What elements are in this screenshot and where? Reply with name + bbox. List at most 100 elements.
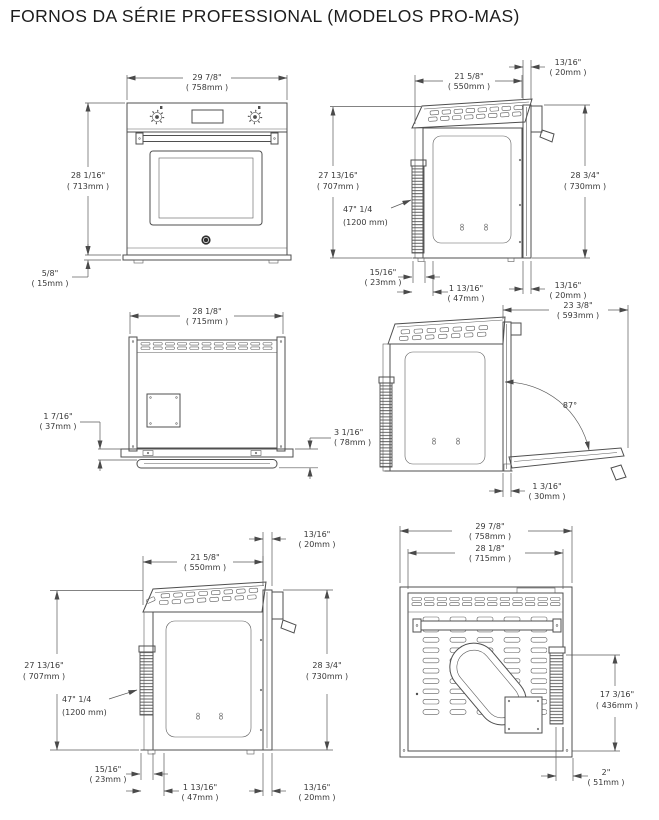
dim-front-height-in: 28 1/16" bbox=[71, 171, 105, 180]
door-front-strip bbox=[120, 448, 294, 458]
dim-rear-cableh-mm: ( 436mm ) bbox=[596, 701, 638, 710]
dim-open-gap-in: 1 3/16" bbox=[532, 482, 561, 491]
dim-front-base-in: 5/8" bbox=[42, 269, 59, 278]
dim-front-base-mm: ( 15mm ) bbox=[31, 279, 68, 288]
dim-side2-botR-mm: ( 20mm ) bbox=[298, 793, 335, 802]
rear-oven-drawing bbox=[399, 586, 573, 758]
oven-knob-left-icon bbox=[149, 109, 165, 125]
dim-side2-depth-in: 21 5/8" bbox=[190, 553, 219, 562]
dim-open-gap-mm: ( 30mm ) bbox=[528, 492, 565, 501]
door-latch bbox=[280, 619, 297, 634]
dim-side-botR-mm: ( 20mm ) bbox=[549, 291, 586, 300]
dim-front-height-mm: ( 713mm ) bbox=[67, 182, 109, 191]
front-oven-drawing bbox=[122, 102, 292, 264]
rear-dimensions: 29 7/8" ( 758mm ) 28 1/8" ( 715mm ) 17 3… bbox=[399, 522, 638, 787]
dim-side2-heightL-in: 27 13/16" bbox=[24, 661, 63, 670]
dim-side-botL-mm: ( 23mm ) bbox=[364, 278, 401, 287]
dim-side-depth-mm: ( 550mm ) bbox=[448, 82, 490, 91]
side-view-closed: 13/16" ( 20mm ) 21 5/8" ( 550mm ) 27 13/… bbox=[317, 58, 606, 303]
vent-grid bbox=[140, 342, 273, 350]
side-view-door-open: 87° 23 3/8" ( 593mm ) 1 3/16" ( 30mm ) bbox=[378, 301, 629, 501]
junction-box bbox=[146, 393, 181, 428]
rear-view: 29 7/8" ( 758mm ) 28 1/8" ( 715mm ) 17 3… bbox=[399, 522, 638, 787]
dim-side2-depth-mm: ( 550mm ) bbox=[184, 563, 226, 572]
front-view: 29 7/8" ( 758mm ) 28 1/16" ( 713mm ) 5/8… bbox=[31, 73, 292, 288]
dim-side-botL-in: 15/16" bbox=[370, 268, 397, 277]
dim-side2-heightL-mm: ( 707mm ) bbox=[23, 672, 65, 681]
dim-rear-cableh-in: 17 3/16" bbox=[600, 690, 634, 699]
dim-side2-heightR-in: 28 3/4" bbox=[312, 661, 341, 670]
dim-side2-botM-mm: ( 47mm ) bbox=[181, 793, 218, 802]
dim-side2-toptrim-in: 13/16" bbox=[304, 530, 331, 539]
handle-bar bbox=[136, 459, 278, 469]
dim-side2-toptrim-mm: ( 20mm ) bbox=[298, 540, 335, 549]
dim-side2-botR-in: 13/16" bbox=[304, 783, 331, 792]
dim-side2-botL-in: 15/16" bbox=[95, 765, 122, 774]
top-view: 28 1/8" ( 715mm ) 1 7/16" ( 37mm ) 3 1/1… bbox=[39, 307, 371, 479]
top-dimensions: 28 1/8" ( 715mm ) 1 7/16" ( 37mm ) 3 1/1… bbox=[39, 307, 371, 479]
oven-base bbox=[122, 254, 292, 261]
door-latch bbox=[539, 129, 555, 143]
dim-side-botM-in: 1 13/16" bbox=[449, 284, 483, 293]
dim-front-width-mm: ( 758mm ) bbox=[186, 83, 228, 92]
front-dimensions: 29 7/8" ( 758mm ) 28 1/16" ( 713mm ) 5/8… bbox=[31, 73, 288, 288]
side-oven-drawing bbox=[410, 98, 555, 262]
dim-top-door-in: 3 1/16" bbox=[334, 428, 363, 437]
dim-top-width-mm: ( 715mm ) bbox=[186, 317, 228, 326]
oven-handle bbox=[135, 132, 279, 145]
dim-open-angle: 87° bbox=[563, 401, 577, 410]
dim-side2-cable-in: 47" 1/4 bbox=[62, 695, 91, 704]
brand-badge-icon bbox=[201, 235, 211, 245]
open-dimensions: 23 3/8" ( 593mm ) 1 3/16" ( 30mm ) bbox=[489, 301, 629, 501]
dim-side-toptrim-mm: ( 20mm ) bbox=[549, 68, 586, 77]
vent-grid bbox=[411, 597, 561, 607]
side-dimensions: 13/16" ( 20mm ) 21 5/8" ( 550mm ) 27 13/… bbox=[317, 58, 606, 303]
dim-rear-widthO-in: 29 7/8" bbox=[475, 522, 504, 531]
dim-open-depth-in: 23 3/8" bbox=[563, 301, 592, 310]
side2-dimensions: 13/16" ( 20mm ) 21 5/8" ( 550mm ) 27 13/… bbox=[23, 530, 348, 802]
dim-side-heightL-mm: ( 707mm ) bbox=[317, 182, 359, 191]
open-door bbox=[503, 447, 627, 481]
dim-rear-corner-mm: ( 51mm ) bbox=[587, 778, 624, 787]
dim-side2-botM-in: 1 13/16" bbox=[183, 783, 217, 792]
dim-side2-cable-mm: (1200 mm) bbox=[62, 708, 107, 717]
dim-side-heightR-mm: ( 730mm ) bbox=[564, 182, 606, 191]
dim-side2-heightR-mm: ( 730mm ) bbox=[306, 672, 348, 681]
dim-side-cable-in: 47" 1/4 bbox=[343, 205, 372, 214]
oven-display bbox=[191, 109, 224, 124]
dim-side-cable-mm: (1200 mm) bbox=[343, 218, 388, 227]
dim-side-heightL-in: 27 13/16" bbox=[318, 171, 357, 180]
page-title: FORNOS DA SÉRIE PROFESSIONAL (MODELOS PR… bbox=[10, 6, 520, 26]
mounting-bracket bbox=[413, 620, 561, 631]
dim-top-width-in: 28 1/8" bbox=[192, 307, 221, 316]
dim-rear-widthI-in: 28 1/8" bbox=[475, 544, 504, 553]
power-cable-coil bbox=[549, 652, 564, 725]
dim-side-depth-in: 21 5/8" bbox=[454, 72, 483, 81]
dim-rear-widthI-mm: ( 715mm ) bbox=[469, 554, 511, 563]
dim-open-depth-mm: ( 593mm ) bbox=[557, 311, 599, 320]
vent-grid bbox=[159, 587, 259, 606]
dim-top-door-mm: ( 78mm ) bbox=[334, 438, 371, 447]
power-cable-coil bbox=[139, 651, 154, 716]
open-oven-drawing: 87° bbox=[378, 316, 627, 481]
dim-side-heightR-in: 28 3/4" bbox=[570, 171, 599, 180]
side2-oven-drawing bbox=[138, 581, 297, 755]
door-frame bbox=[502, 321, 512, 472]
junction-box bbox=[504, 696, 543, 734]
dim-side-botM-mm: ( 47mm ) bbox=[447, 294, 484, 303]
oven-knob-right-icon bbox=[247, 109, 263, 125]
dim-top-front-mm: ( 37mm ) bbox=[39, 422, 76, 431]
oven-window bbox=[149, 150, 263, 226]
dim-top-front-in: 1 7/16" bbox=[43, 412, 72, 421]
dim-side-botR-in: 13/16" bbox=[555, 281, 582, 290]
door-swing-arc bbox=[504, 379, 590, 451]
power-cable-coil bbox=[411, 165, 425, 254]
dim-side2-botL-mm: ( 23mm ) bbox=[89, 775, 126, 784]
dim-side-toptrim-in: 13/16" bbox=[555, 58, 582, 67]
dim-front-width-in: 29 7/8" bbox=[192, 73, 221, 82]
vent-grid bbox=[399, 325, 488, 341]
side-view-enlarged: 13/16" ( 20mm ) 21 5/8" ( 550mm ) 27 13/… bbox=[23, 530, 348, 802]
dim-rear-widthO-mm: ( 758mm ) bbox=[469, 532, 511, 541]
